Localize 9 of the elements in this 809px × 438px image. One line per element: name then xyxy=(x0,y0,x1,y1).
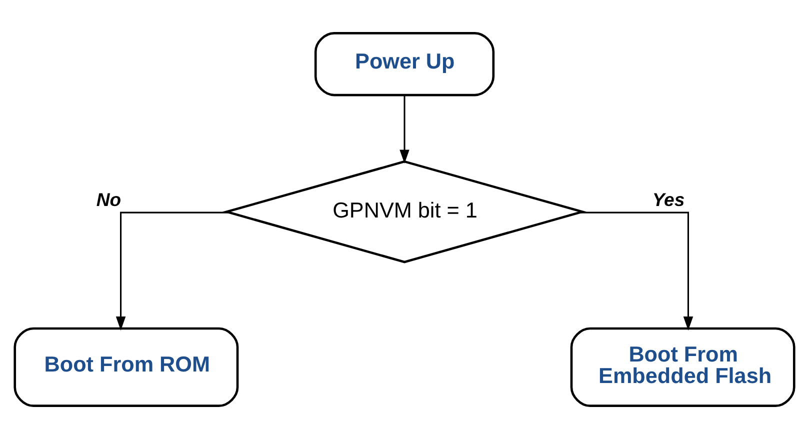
node-box: Power Up xyxy=(314,32,495,96)
arrow xyxy=(116,211,230,330)
node-box: Boot From ROM xyxy=(14,326,239,406)
arrow xyxy=(400,94,410,164)
node-diamond: GPNVM bit = 1 xyxy=(222,160,587,263)
node-box: Boot From Embedded Flash xyxy=(570,326,796,406)
edge-label: Yes xyxy=(652,188,685,210)
edge-label: No xyxy=(96,188,122,210)
arrow xyxy=(580,211,694,330)
